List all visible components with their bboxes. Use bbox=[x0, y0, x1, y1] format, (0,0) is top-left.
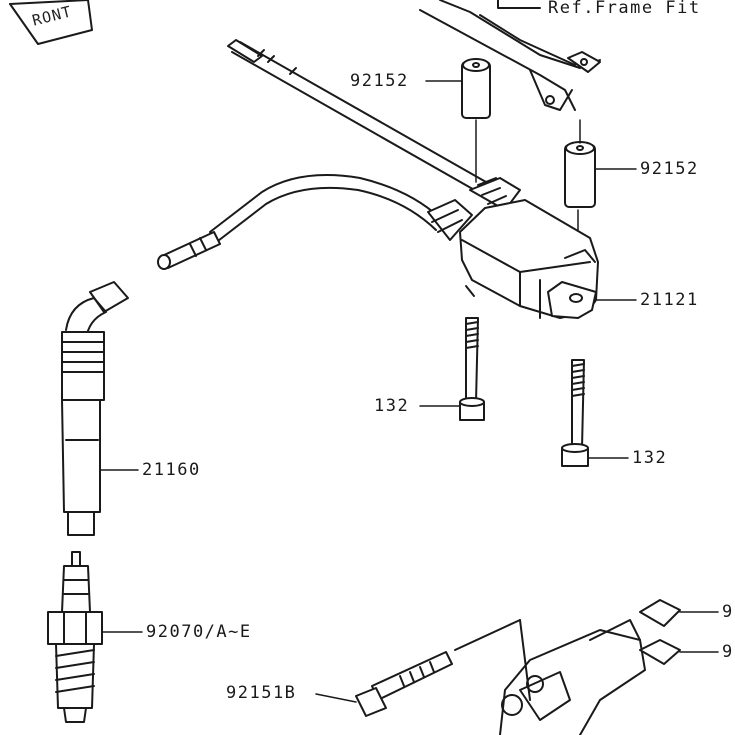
front-arrow-icon bbox=[9, 0, 93, 45]
ht-lead-upper bbox=[227, 39, 487, 193]
leader-lines bbox=[99, 80, 719, 703]
callout-edge-top: 9 bbox=[722, 602, 734, 622]
spark-plug bbox=[47, 551, 103, 723]
lower-assembly bbox=[454, 599, 681, 735]
callout-bolt-left: 132 bbox=[374, 396, 410, 416]
plug-cap bbox=[61, 281, 129, 536]
ignition-coil bbox=[427, 177, 599, 319]
spacer-right bbox=[564, 119, 596, 241]
callout-spark-plug: 92070/A~E bbox=[146, 622, 252, 642]
callout-spacer-right: 92152 bbox=[640, 159, 699, 179]
callout-bolt-lower: 92151B bbox=[226, 683, 297, 703]
frame-bracket bbox=[419, 0, 601, 111]
callout-ignition-coil: 21121 bbox=[640, 290, 699, 310]
callout-plug-cap: 21160 bbox=[142, 460, 201, 480]
bolt-lower bbox=[355, 651, 453, 717]
callout-edge-bottom: 9 bbox=[722, 642, 734, 662]
bolt-left bbox=[459, 317, 485, 421]
spacer-left bbox=[461, 58, 491, 183]
ht-lead-lower bbox=[157, 174, 441, 270]
callout-bolt-right: 132 bbox=[632, 448, 668, 468]
frame-reference-label: Ref.Frame Fit bbox=[548, 0, 701, 18]
bolt-right bbox=[561, 359, 589, 467]
callout-spacer-left: 92152 bbox=[350, 71, 409, 91]
